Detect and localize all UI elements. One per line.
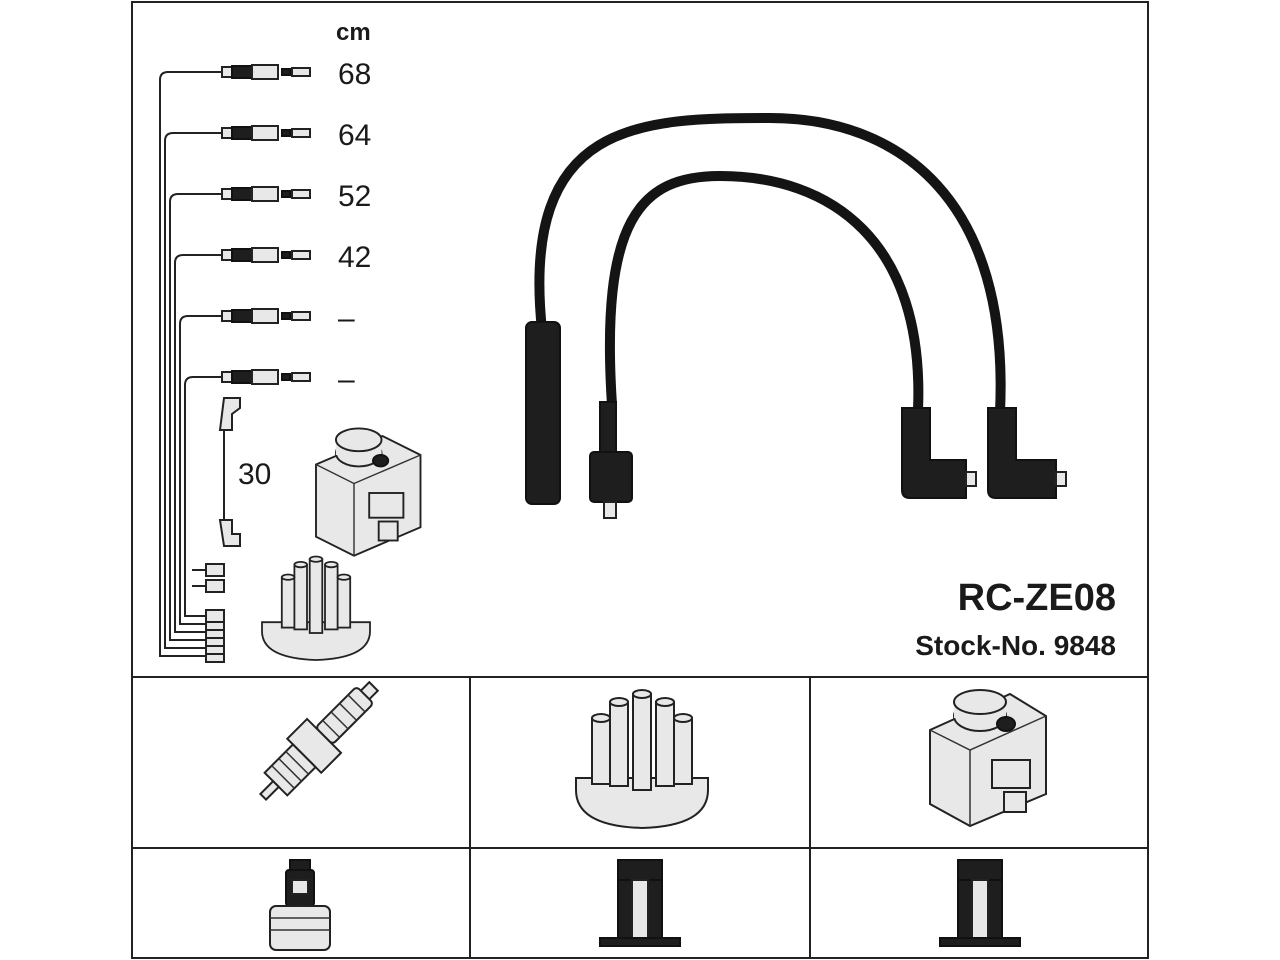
cable-length-label: – (338, 302, 355, 335)
distributor-cap-small-icon (261, 555, 371, 661)
ignition-coil-small-icon (315, 427, 422, 557)
cable-terminal-icon (221, 125, 311, 141)
ignition-coil-icon (929, 689, 1047, 828)
cable-length-label: 42 (338, 241, 371, 274)
product-model: RC-ZE08 (958, 577, 1116, 619)
cable-length-label: 64 (338, 119, 371, 152)
cable-length-label: 68 (338, 58, 371, 91)
cable-terminal-icon (221, 64, 311, 80)
cable-end-icon (205, 579, 225, 593)
cable-end-icon (205, 609, 225, 623)
spark-plug-icon (258, 680, 380, 802)
stock-number: Stock-No. 9848 (915, 630, 1116, 661)
cable-terminal-icon (221, 186, 311, 202)
cable-terminal-icon (221, 308, 311, 324)
length-unit-label: cm (336, 19, 371, 46)
cable-row: 42 (174, 241, 371, 639)
plug-connector-icon (269, 859, 331, 951)
cable-terminal-icon (221, 247, 311, 263)
cable-row: – (184, 363, 355, 623)
coil-lead-length: 30 (238, 458, 271, 491)
cable-row: 68 (159, 58, 371, 663)
cable-terminal-icon (221, 369, 311, 385)
cap-connector-icon (599, 859, 681, 947)
cable-length-list: 68 64 52 42 – – (159, 58, 371, 663)
coil-lead-icon (218, 397, 241, 547)
cable-length-label: – (338, 363, 355, 396)
cable-end-icon (205, 563, 225, 577)
cable-set-illustration (525, 112, 1067, 519)
distributor-cap-icon (575, 689, 709, 830)
cable-row: – (179, 302, 355, 631)
cable-row: 52 (169, 180, 371, 647)
cable-length-label: 52 (338, 180, 371, 213)
coil-connector-icon (939, 859, 1021, 947)
diagram-frame (131, 1, 1149, 959)
